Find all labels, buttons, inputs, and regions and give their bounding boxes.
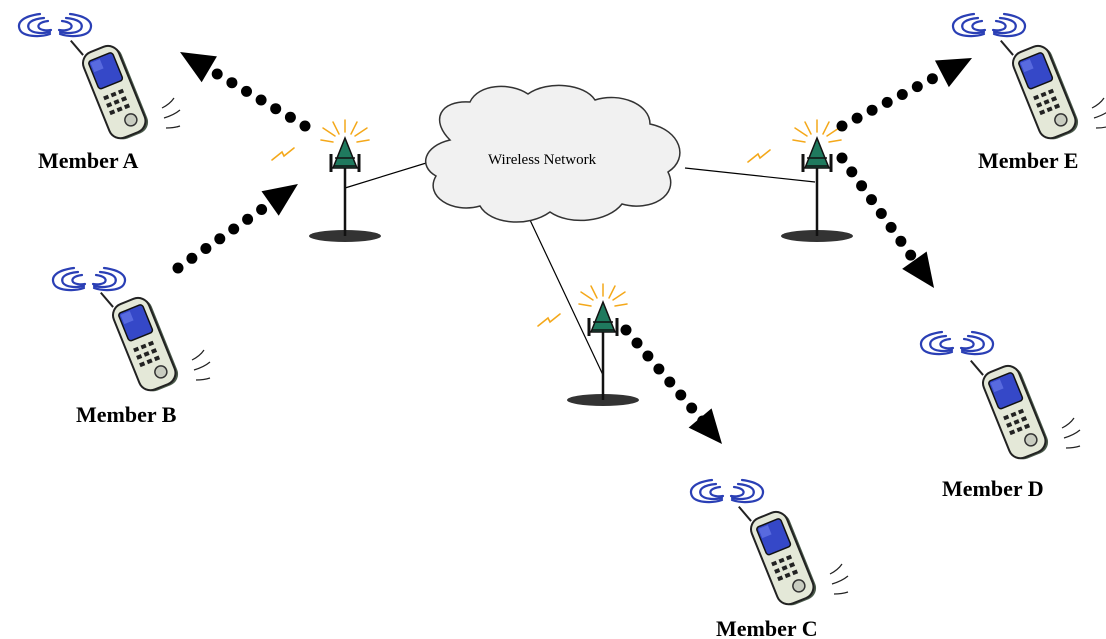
link-tower-a-cloud	[344, 159, 437, 189]
arrow-dot	[664, 376, 676, 388]
arrow-dot	[631, 337, 643, 349]
radio-waves-icon	[919, 330, 995, 356]
radio-waves-icon	[951, 12, 1027, 38]
arrow-dot	[896, 89, 908, 100]
arrow-tower-e-to-member-d	[836, 152, 947, 297]
arrow-dot	[241, 85, 252, 97]
arrow-dot	[846, 166, 858, 178]
arrow-dot	[851, 112, 863, 124]
arrow-dot	[620, 324, 632, 336]
member-d-phone	[919, 330, 1081, 466]
arrow-dot	[211, 68, 223, 80]
arrow-dot	[214, 233, 226, 245]
member-a-phone	[17, 12, 181, 146]
member-e-label: Member E	[978, 148, 1078, 173]
radio-waves-icon	[17, 12, 93, 38]
wireless-network-cloud: Wireless Network	[425, 84, 681, 223]
arrow-member-b-to-tower-a	[172, 171, 307, 274]
arrow-dot	[256, 204, 268, 215]
arrow-head-icon	[172, 39, 217, 83]
arrow-dot	[200, 243, 212, 254]
cell-tower-e	[779, 118, 855, 244]
arrow-dot	[881, 96, 893, 108]
arrow-head-icon	[261, 171, 307, 216]
arrow-dot	[836, 152, 848, 164]
mobile-phone-icon	[999, 23, 1106, 146]
arrow-dot	[228, 223, 240, 235]
link-tower-c-cloud	[529, 219, 604, 376]
arrow-dot	[284, 111, 296, 123]
arrow-dot	[836, 120, 848, 132]
arrow-dot	[242, 213, 254, 225]
cell-tower-c	[565, 282, 641, 408]
arrow-head-icon	[688, 408, 734, 454]
arrow-dot	[642, 350, 654, 362]
mobile-phone-icon	[969, 343, 1081, 466]
member-b-label: Member B	[76, 402, 177, 427]
arrow-dot	[926, 73, 938, 85]
arrow-tower-a-to-member-a	[172, 39, 311, 132]
member-c-label: Member C	[716, 616, 818, 639]
arrow-dot	[226, 77, 238, 89]
transmission-arrows	[172, 39, 979, 454]
arrow-tower-c-to-member-c	[620, 324, 734, 454]
arrow-dot	[866, 194, 877, 206]
mobile-phone-icon	[69, 23, 181, 146]
member-a-label: Member A	[38, 148, 139, 173]
signal-bolt-icon	[747, 149, 771, 163]
arrow-dot	[653, 363, 665, 375]
arrow-dot	[885, 221, 897, 233]
mobile-phone-icon	[737, 489, 849, 612]
arrow-dot	[895, 235, 907, 247]
arrow-dot	[875, 208, 887, 219]
signal-bolt-icon	[271, 147, 295, 161]
arrow-head-icon	[934, 44, 979, 88]
arrow-dot	[255, 94, 267, 106]
arrow-dot	[186, 252, 198, 264]
arrow-dot	[686, 402, 698, 414]
cell-tower-a	[307, 118, 383, 244]
arrow-dot	[866, 104, 878, 116]
arrow-dot	[172, 262, 184, 274]
mobile-phone-icon	[99, 275, 211, 398]
cloud-label: Wireless Network	[488, 152, 597, 168]
member-c-phone	[689, 478, 849, 612]
member-b-phone	[51, 266, 211, 398]
signal-bolt-icon	[537, 313, 561, 327]
radio-waves-icon	[51, 266, 127, 292]
member-d-label: Member D	[942, 476, 1044, 501]
member-e-phone	[951, 12, 1106, 146]
link-tower-e-cloud	[684, 167, 816, 183]
arrow-dot	[856, 180, 868, 192]
arrow-dot	[911, 81, 923, 93]
arrow-dot	[905, 249, 917, 261]
arrow-tower-e-to-member-e	[836, 44, 979, 132]
arrow-dot	[675, 389, 687, 401]
arrow-dot	[270, 103, 282, 115]
arrow-dot	[299, 120, 311, 132]
radio-waves-icon	[689, 478, 765, 504]
